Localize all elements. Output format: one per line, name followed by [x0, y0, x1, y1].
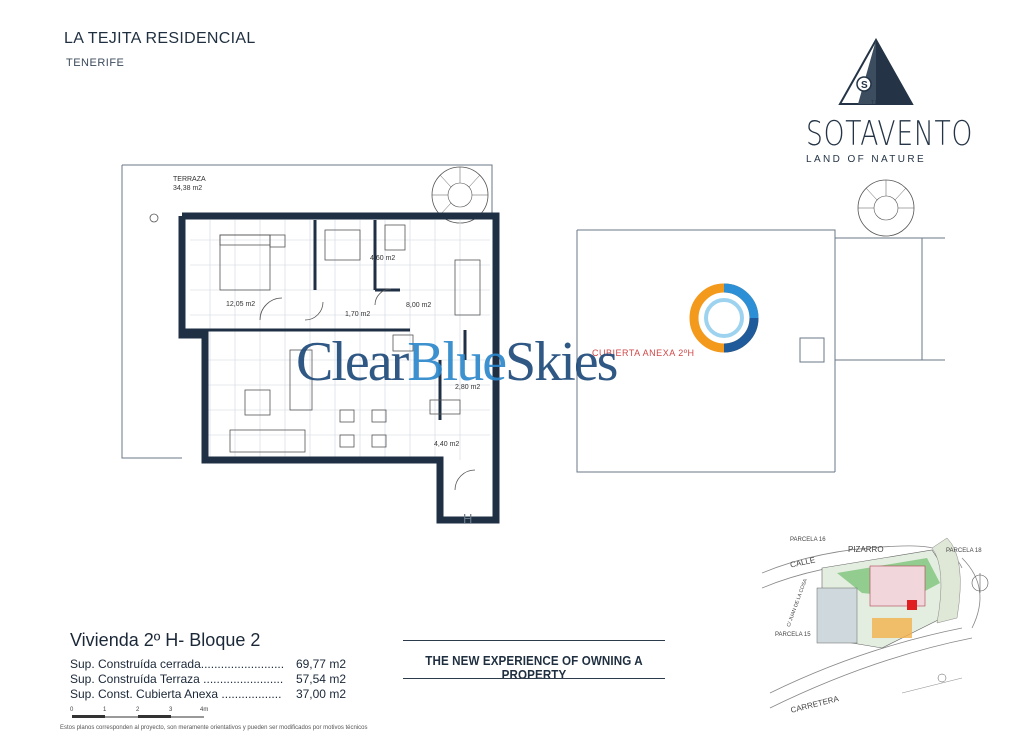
slogan-box: THE NEW EXPERIENCE OF OWNING A PROPERTY	[403, 640, 665, 682]
clearblueskies-ring-icon	[689, 283, 759, 353]
scale-tick: 3	[169, 707, 173, 713]
area-label: Sup. Const. Cubierta Anexa .............…	[70, 687, 282, 701]
watermark-text: ClearBlueSkies	[296, 331, 618, 393]
watermark-part1: Clear	[296, 331, 409, 393]
bedroom-area: 12,05 m2	[226, 301, 256, 308]
area-label: Sup. Construída Terraza ................…	[70, 672, 284, 686]
scale-tick: 4m	[200, 707, 208, 713]
map-label-pizarro: PIZARRO	[848, 545, 884, 554]
scale-bar: 0 1 2 3 4m	[70, 707, 208, 718]
map-label-parcela18: PARCELA 18	[946, 548, 982, 554]
watermark-part2: Blue	[407, 331, 507, 393]
scale-tick: 0	[70, 707, 74, 713]
room2-area: 8,00 m2	[406, 302, 432, 309]
unit-title: Vivienda 2º H- Bloque 2	[70, 630, 261, 650]
bath-area: 4,60 m2	[370, 255, 396, 262]
unit-mark: H	[463, 511, 473, 526]
terraza-label: TERRAZA	[173, 176, 206, 183]
floor-plan	[121, 164, 945, 524]
brand-tagline: LAND OF NATURE	[806, 154, 927, 165]
terraza-area: 34,38 m2	[173, 185, 203, 192]
hall-area: 1,70 m2	[345, 311, 371, 318]
area-value: 37,00 m2	[295, 687, 346, 701]
area-row: Sup. Construída cerrada.................…	[70, 657, 346, 671]
svg-text:S: S	[861, 80, 868, 91]
small-area: 2,80 m2	[455, 384, 481, 391]
annex-spiral-stair-icon	[857, 179, 915, 237]
area-value: 57,54 m2	[295, 672, 346, 686]
map-label-parcela16: PARCELA 16	[790, 537, 826, 543]
area-row: Sup. Construída Terraza ................…	[70, 672, 346, 686]
area-value: 69,77 m2	[295, 657, 346, 671]
project-region: TENERIFE	[66, 57, 125, 69]
sotavento-logo-icon: S	[838, 38, 914, 105]
brand-small-mark: THRF	[871, 100, 889, 106]
area-label: Sup. Construída cerrada.................…	[70, 657, 285, 671]
watermark-part3: Skies	[505, 331, 618, 393]
cubierta-anexa-label: CUBIERTA ANEXA 2ºH	[592, 348, 695, 358]
disclaimer: Estos planos corresponden al proyecto, s…	[60, 725, 368, 731]
site-map	[762, 537, 989, 709]
scale-tick: 1	[103, 707, 107, 713]
scale-tick: 2	[136, 707, 140, 713]
brand-name: SOTAVENTO	[806, 114, 974, 154]
living-area: 4,40 m2	[434, 441, 460, 448]
area-row: Sup. Const. Cubierta Anexa .............…	[70, 687, 346, 701]
project-title: LA TEJITA RESIDENCIAL	[64, 30, 256, 47]
map-label-parcela15: PARCELA 15	[775, 632, 811, 638]
